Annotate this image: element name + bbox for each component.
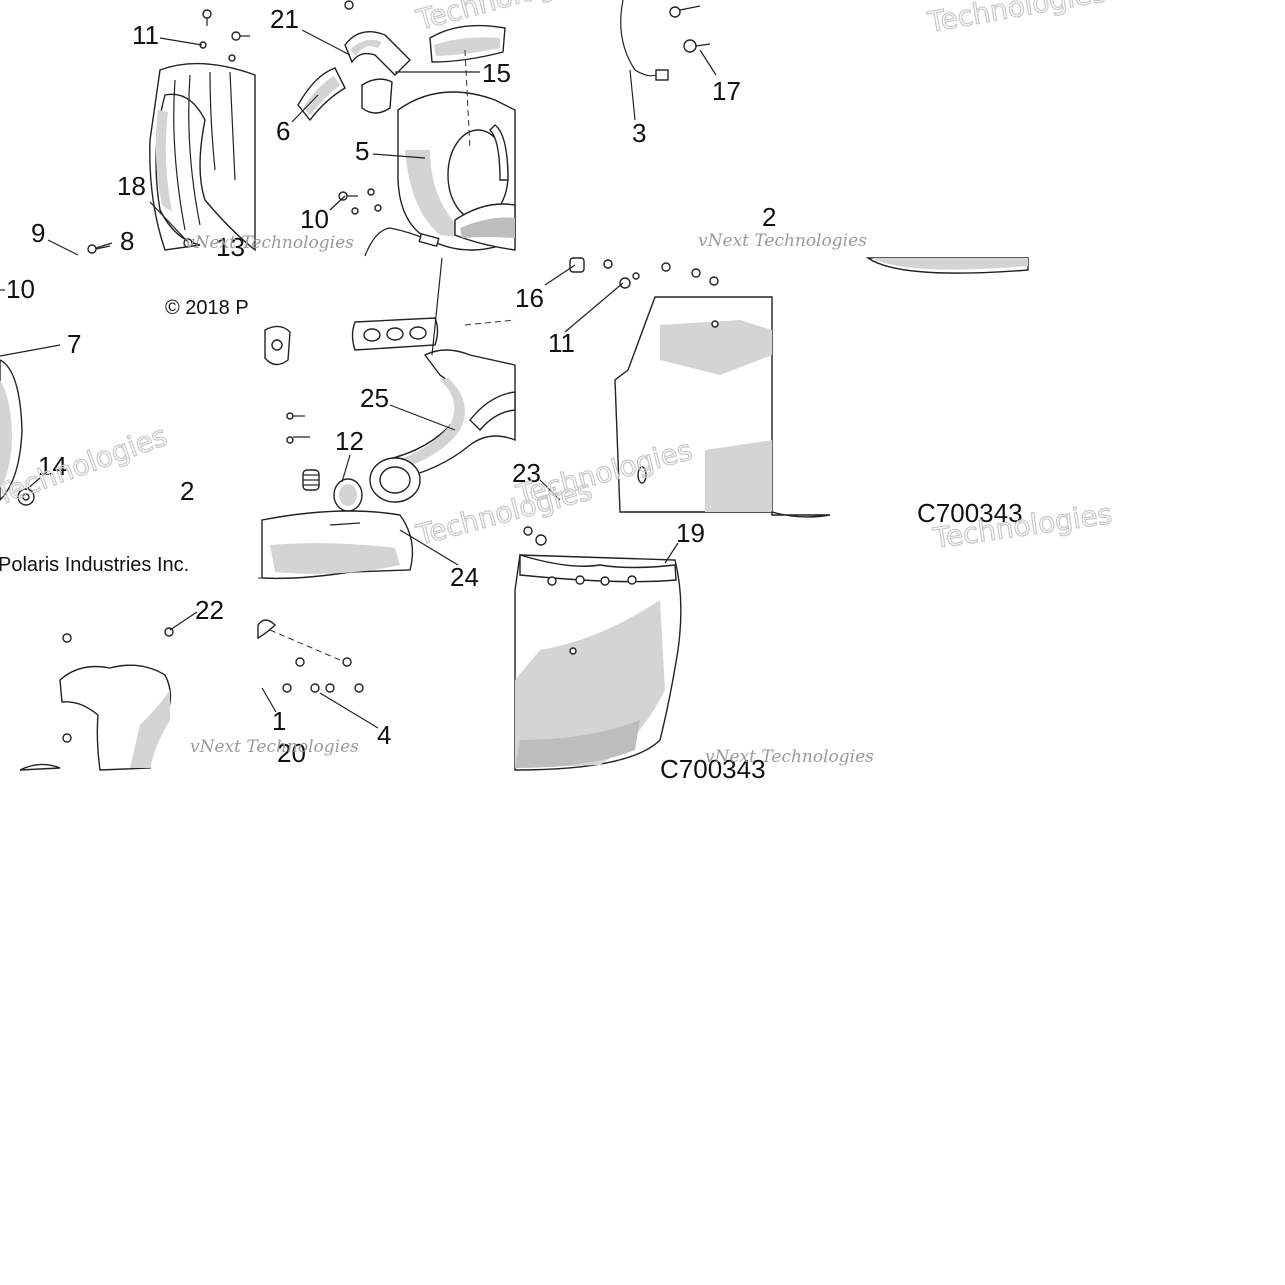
heat-shield-large: [514, 554, 682, 771]
callout-10: 10: [300, 204, 329, 234]
callout-18: 18: [117, 171, 146, 201]
leader-lines: [0, 29, 717, 729]
washer: [17, 488, 35, 506]
callout-19: 19: [676, 518, 705, 548]
callout-20: 20: [277, 738, 306, 768]
callout-17: 17: [712, 76, 741, 106]
spring: [302, 257, 585, 491]
oxygen-sensor-wire: [364, 0, 669, 257]
manifold-shield: [19, 664, 172, 771]
callout-3: 3: [632, 118, 646, 148]
copyright-owner: Polaris Industries Inc.: [0, 554, 189, 576]
callout-21: 21: [270, 4, 299, 34]
heat-shield-edge-lower: [771, 511, 831, 518]
callout-6: 6: [276, 116, 290, 146]
callout-4: 4: [377, 720, 391, 750]
bolt-lower: [62, 526, 547, 743]
callout-25: 25: [360, 383, 389, 413]
heat-shield-edge-shade: [872, 258, 1028, 270]
dashed-guide: [269, 629, 341, 661]
callout-24: 24: [450, 562, 479, 592]
callout-13: 13: [216, 232, 245, 262]
heat-shield-rear: [149, 62, 256, 252]
callout-12: 12: [335, 426, 364, 456]
watermark-text: vNext Technologies: [705, 747, 874, 767]
exhaust-cover: [261, 510, 414, 580]
callout-2: 2: [762, 202, 776, 232]
rubber-isolator: [264, 325, 291, 366]
callout-11-right: 11: [548, 328, 575, 358]
skid-plate: [614, 296, 773, 513]
mount-bracket: [361, 24, 506, 114]
callout-7: 7: [67, 329, 81, 359]
callout-11: 11: [132, 20, 159, 50]
callout-5: 5: [355, 136, 369, 166]
dashed-guide: [464, 49, 471, 151]
callout-16: 16: [515, 283, 544, 313]
muffler: [397, 91, 516, 251]
bolt: [338, 0, 382, 215]
watermark-text: vNext Technologies: [185, 233, 354, 253]
drawing-code-fragment: C700343: [917, 498, 1023, 528]
watermark-text: vNext Technologies: [190, 737, 359, 757]
dashed-guide: [464, 319, 516, 326]
drawing-code: C700343: [660, 754, 766, 784]
exhaust-gasket: [351, 317, 439, 351]
watermark-outline: Technologies: [0, 419, 171, 512]
bolt-set: [286, 259, 719, 444]
callout-15: 15: [482, 58, 511, 88]
callout-9: 9: [31, 218, 45, 248]
callout-22: 22: [195, 595, 224, 625]
gasket-lower: [257, 619, 276, 640]
heat-shield-front: [0, 359, 23, 501]
callout-23: 23: [512, 458, 541, 488]
copyright-fragment: © 2018 P: [165, 297, 249, 319]
clamp: [333, 457, 421, 512]
callout-14: 14: [38, 451, 67, 481]
screw-small: [87, 9, 250, 254]
screw-right: [669, 5, 711, 53]
callout-10-left: 10: [6, 274, 35, 304]
watermark-outline: Technologies: [925, 0, 1109, 39]
callout-8: 8: [120, 226, 134, 256]
tail-pipe: [297, 31, 411, 122]
watermark-text: vNext Technologies: [698, 231, 867, 251]
callout-2-left: 2: [180, 476, 194, 506]
callout-1: 1: [272, 706, 286, 736]
